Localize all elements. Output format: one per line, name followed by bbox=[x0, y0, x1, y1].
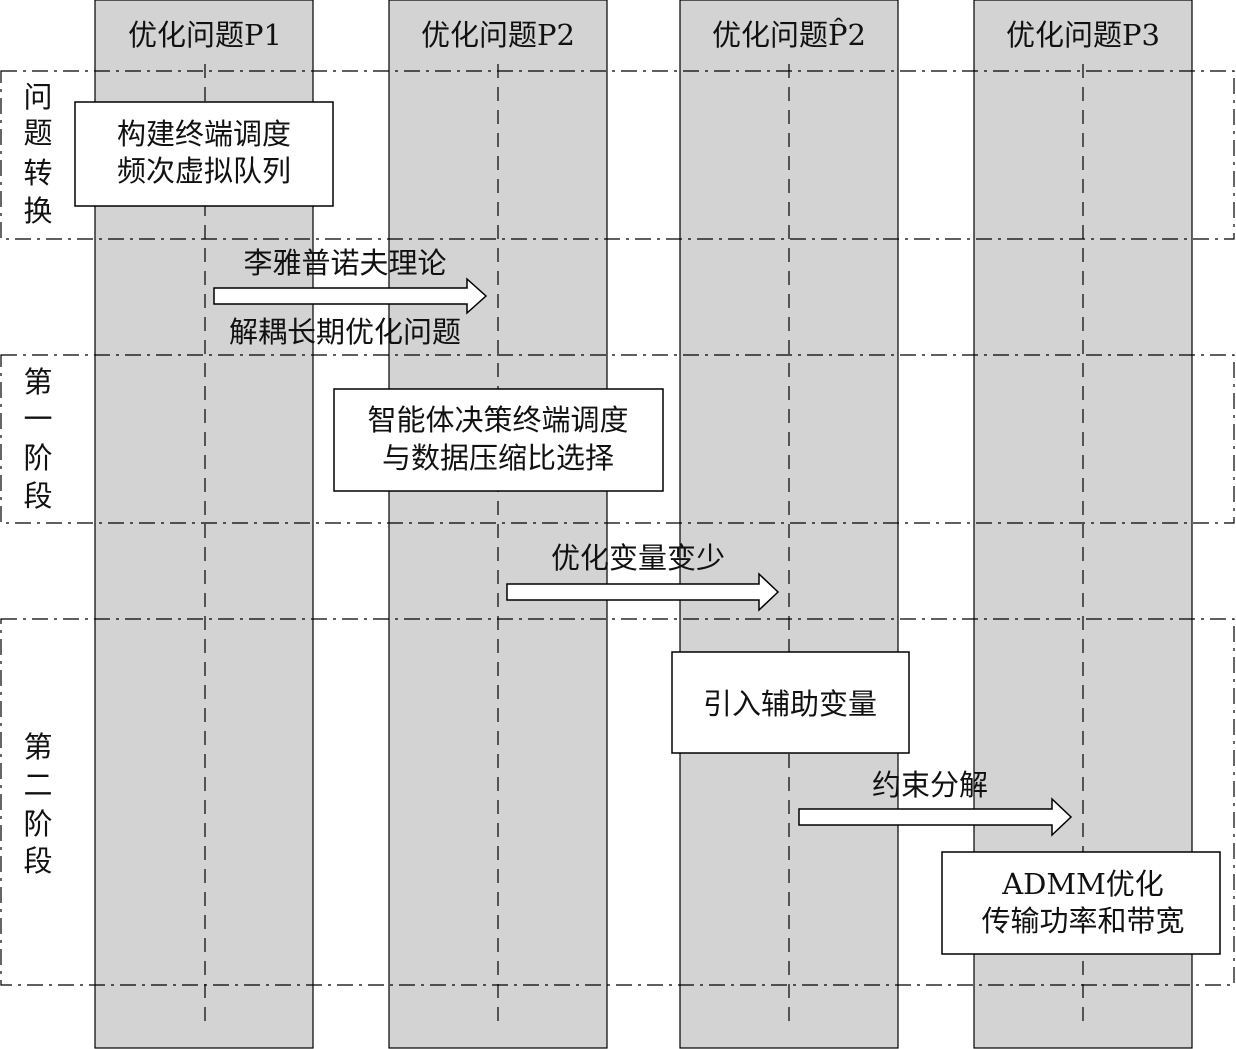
process-box-line: 智能体决策终端调度 bbox=[367, 403, 628, 437]
stage-label-char: 题 bbox=[23, 116, 52, 150]
arrow-p2-to-p2hat: 优化变量变少 bbox=[506, 541, 780, 612]
transition-arrows: 李雅普诺夫理论 解耦长期优化问题 优化变量变少 约束分解 bbox=[213, 246, 1073, 837]
arrow-label-below: 解耦长期优化问题 bbox=[229, 315, 461, 349]
block-arrow bbox=[798, 797, 1073, 837]
stage-band-first-stage bbox=[0, 354, 1235, 524]
arrow-label-above: 优化变量变少 bbox=[551, 541, 725, 575]
arrow-p1-to-p2: 李雅普诺夫理论 解耦长期优化问题 bbox=[213, 246, 488, 349]
stage-bands bbox=[0, 70, 1235, 986]
process-box-line: ADMM优化 bbox=[1001, 867, 1164, 901]
process-box-frame bbox=[333, 388, 664, 492]
process-boxes: 构建终端调度 频次虚拟队列 智能体决策终端调度 与数据压缩比选择 引入辅助变量 … bbox=[74, 101, 1221, 955]
stage-label-char: 第 bbox=[23, 365, 52, 399]
stage-label-char: 换 bbox=[23, 194, 52, 228]
stage-band-problem-transform bbox=[0, 70, 1235, 240]
process-box-frame bbox=[671, 651, 910, 754]
process-box-frame bbox=[941, 851, 1221, 955]
stage-label-char: 段 bbox=[23, 479, 52, 513]
process-box-frame bbox=[74, 101, 334, 207]
column-titles: 优化问题P1 优化问题P2 优化问题P̂2 优化问题P3 bbox=[128, 18, 1160, 52]
column-title-p2: 优化问题P2 bbox=[421, 18, 575, 52]
arrow-label-above: 约束分解 bbox=[872, 768, 988, 802]
process-box-virtual-queue: 构建终端调度 频次虚拟队列 bbox=[74, 101, 334, 207]
arrow-p2hat-to-p3: 约束分解 bbox=[798, 768, 1073, 837]
stage-label-char: 转 bbox=[23, 156, 52, 190]
block-arrow bbox=[506, 572, 780, 612]
process-box-line: 频次虚拟队列 bbox=[117, 154, 291, 188]
arrow-label-above: 李雅普诺夫理论 bbox=[243, 246, 446, 280]
column-title-p2hat: 优化问题P̂2 bbox=[712, 18, 866, 52]
stage-band-second-stage bbox=[0, 618, 1235, 986]
stage-labels: 问 题 转 换 第 一 阶 段 第 二 阶 段 bbox=[23, 80, 52, 878]
block-arrow bbox=[213, 277, 488, 315]
stage-label-char: 一 bbox=[23, 402, 52, 436]
stage-label-char: 问 bbox=[23, 80, 52, 114]
stage-label-char: 阶 bbox=[23, 441, 52, 475]
stage-label-char: 段 bbox=[23, 844, 52, 878]
process-box-agent-decision: 智能体决策终端调度 与数据压缩比选择 bbox=[333, 388, 664, 492]
stage-label-char: 二 bbox=[23, 768, 52, 802]
process-box-admm: ADMM优化 传输功率和带宽 bbox=[941, 851, 1221, 955]
process-box-line: 构建终端调度 bbox=[117, 117, 291, 151]
process-box-line: 引入辅助变量 bbox=[703, 687, 877, 721]
process-box-aux-variable: 引入辅助变量 bbox=[671, 651, 910, 754]
process-box-line: 传输功率和带宽 bbox=[981, 904, 1184, 938]
column-title-p1: 优化问题P1 bbox=[128, 18, 282, 52]
process-box-line: 与数据压缩比选择 bbox=[382, 441, 614, 475]
stage-label-char: 第 bbox=[23, 730, 52, 764]
stage-label-char: 阶 bbox=[23, 807, 52, 841]
column-title-p3: 优化问题P3 bbox=[1006, 18, 1160, 52]
